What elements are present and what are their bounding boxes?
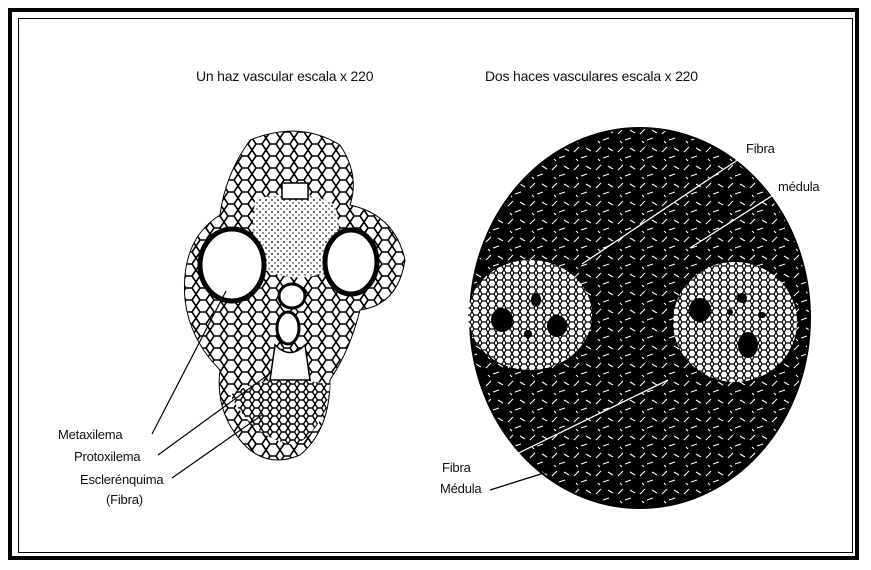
left-panel-title: Un haz vascular escala x 220 <box>196 68 373 84</box>
metaxilema-label: Metaxilema <box>58 427 122 442</box>
esclerenquima-label: Esclerénquima <box>80 472 163 487</box>
fibra-paren-label: (Fibra) <box>106 492 143 507</box>
right-panel-title: Dos haces vasculares escala x 220 <box>485 68 698 84</box>
single-bundle-illustration <box>184 131 405 460</box>
medula-top-label: médula <box>778 179 819 194</box>
fibra-top-label: Fibra <box>746 141 775 156</box>
fibra-bottom-label: Fibra <box>442 460 471 475</box>
two-bundles-illustration <box>468 128 810 508</box>
medula-bottom-label: Médula <box>440 481 481 496</box>
protoxilema-label: Protoxilema <box>74 449 140 464</box>
